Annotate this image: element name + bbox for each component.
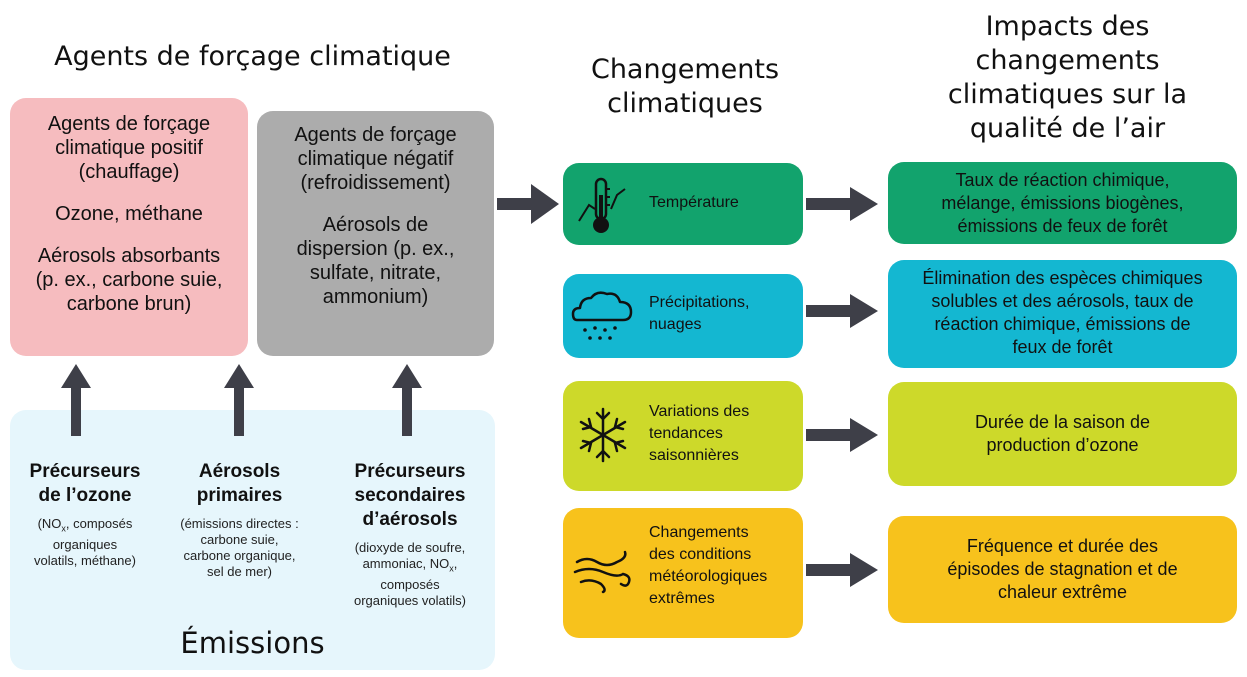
header-impacts: Impacts des changements climatiques sur … [947,11,1188,144]
right-arrow-seasonal [806,418,878,452]
emissions-label: Émissions [180,626,325,660]
change-seasonal-box: Variations des tendances saisonnières [563,381,803,491]
positive-ozone-methane: Ozone, méthane [55,203,203,225]
right-arrow-forcing-to-changes [497,184,559,224]
up-arrow-ozone [61,364,91,436]
right-arrow-precipitation [806,294,878,328]
up-arrow-primary-aerosols [224,364,254,436]
up-arrow-secondary-aerosols [392,364,422,436]
impact-temperature-box: Taux de réaction chimique, mélange, émis… [888,162,1237,244]
change-precipitation-box: Précipitations, nuages [563,274,803,358]
right-arrow-temperature [806,187,878,221]
emissions-panel [10,410,495,670]
emission-ozone-precursors: Précurseurs de l’ozone (NOx, composés or… [29,461,141,568]
header-climate-changes: Changements climatiques [590,54,780,119]
thermometer-icon [578,177,626,233]
negative-forcing-box: Agents de forçage climatique négatif (re… [257,111,494,356]
positive-forcing-box: Agents de forçage climatique positif (ch… [10,98,248,356]
right-arrow-extreme-weather [806,553,878,587]
wind-icon [573,550,631,594]
impact-seasonal-box: Durée de la saison de production d’ozone [888,382,1237,486]
change-extreme-weather-box: Changements des conditions météorologiqu… [563,508,803,638]
rain-cloud-icon [571,291,633,340]
impact-precipitation-box: Élimination des espèces chimiques solubl… [888,260,1237,368]
emission-primary-aerosols: Aérosols primaires (émissions directes :… [180,461,299,579]
header-forcing-agents: Agents de forçage climatique [54,41,451,72]
change-temperature-box: Température [563,163,803,245]
snowflake-icon [579,407,627,463]
impact-extreme-weather-box: Fréquence et durée des épisodes de stagn… [888,516,1237,623]
emission-secondary-aerosol-precursors: Précurseurs secondaires d’aérosols (diox… [353,461,466,608]
